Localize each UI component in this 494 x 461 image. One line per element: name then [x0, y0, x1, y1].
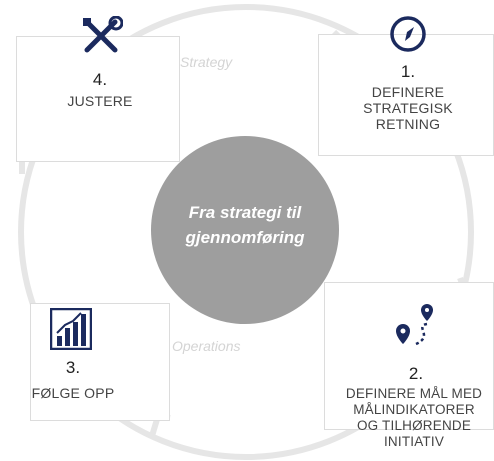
step-card-3 [30, 303, 170, 421]
step-number-2: 2. [408, 364, 424, 383]
step-label-4: JUSTERE [67, 93, 133, 109]
step-number-4: 4. [92, 70, 108, 89]
step-label-2: DEFINERE MÅL MED MÅLINDIKATORER OG TILHØ… [345, 386, 483, 449]
step-number-3: 3. [65, 358, 81, 377]
compass-icon [390, 16, 426, 52]
step-label-3: FØLGE OPP [31, 385, 115, 401]
step-label-1: DEFINERE STRATEGISK RETNING [363, 84, 453, 132]
route-pin-icon [396, 304, 433, 346]
tools-icon [83, 16, 123, 53]
ring-label-strategy: Strategy [180, 54, 233, 70]
step-number-1: 1. [400, 62, 416, 81]
step-card-2 [324, 282, 494, 430]
center-title: Fra strategi til gjennomføring [185, 203, 305, 247]
bar-chart-icon [50, 308, 92, 350]
ring-label-operations: Operations [172, 338, 241, 354]
